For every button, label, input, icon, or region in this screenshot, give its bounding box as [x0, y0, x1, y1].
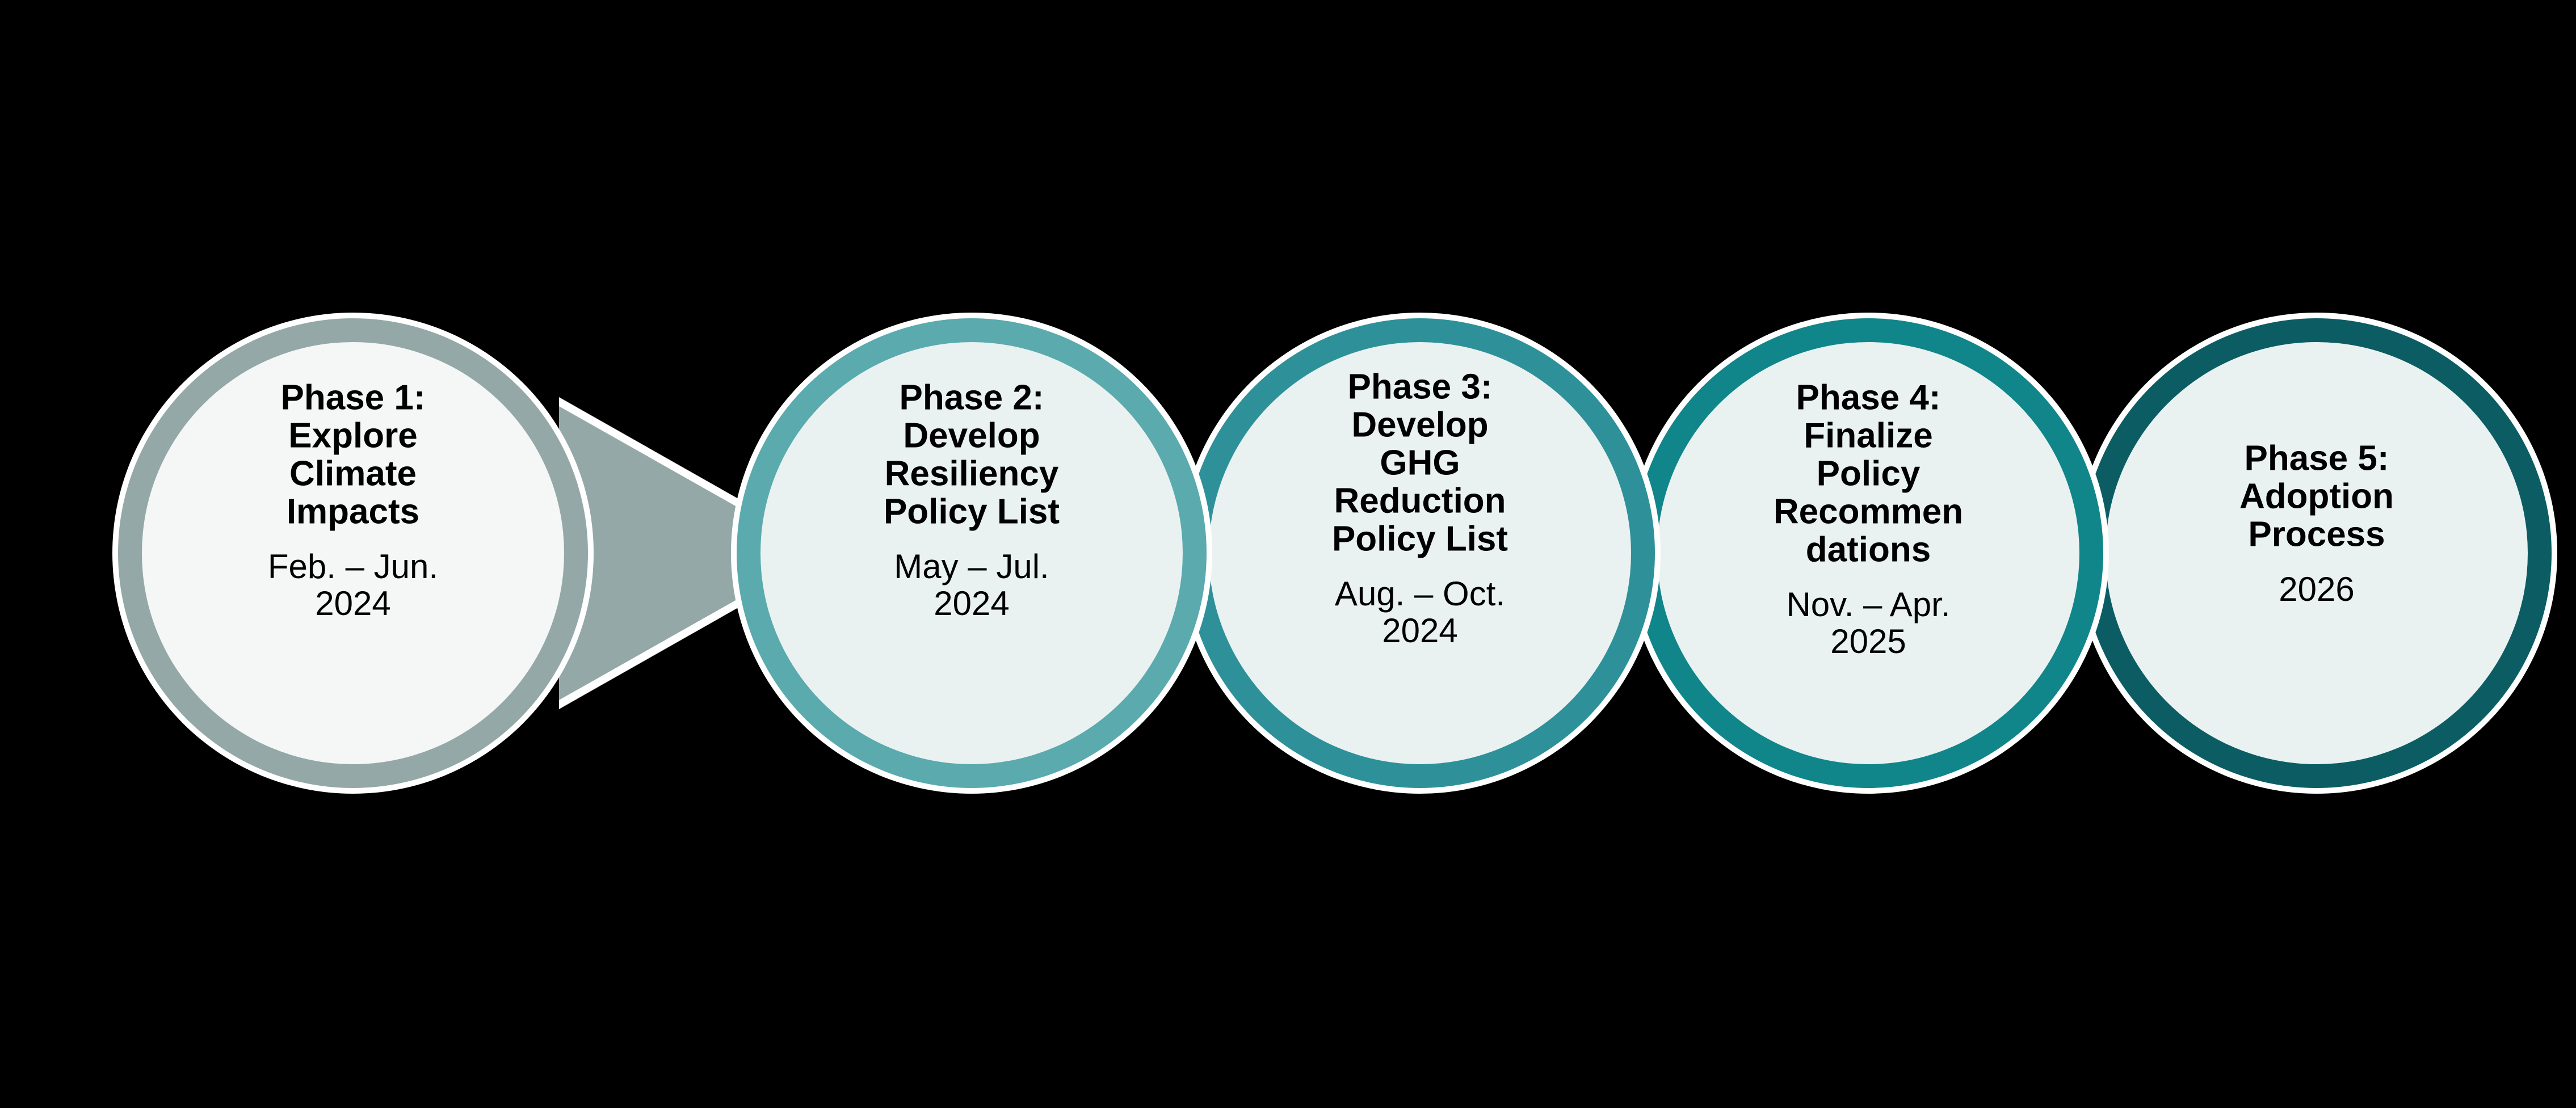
- phase-4-title-line-5: dations: [1806, 530, 1931, 569]
- phase-3-title-line-5: Policy List: [1332, 519, 1508, 558]
- arrow-phase-1-to-phase-2: [559, 397, 834, 709]
- phase-4-title-line-1: Phase 4:: [1796, 378, 1940, 417]
- phase-3-title-line-1: Phase 3:: [1347, 367, 1492, 406]
- phase-4-title-line-2: Finalize: [1804, 416, 1932, 455]
- phase-1-title-line-3: Climate: [289, 454, 417, 493]
- phase-4-node[interactable]: Phase 4: Finalize Policy Recommen dation…: [1628, 313, 2109, 794]
- phase-4-title-line-4: Recommen: [1774, 492, 1963, 531]
- phase-1-date-line-2: 2024: [315, 584, 390, 622]
- phase-3-node[interactable]: Phase 3: Develop GHG Reduction Policy Li…: [1179, 313, 1661, 794]
- phase-3-title-line-2: Develop: [1351, 405, 1488, 444]
- phase-2-title-line-2: Develop: [903, 416, 1040, 455]
- phase-3-title-line-4: Reduction: [1334, 481, 1506, 520]
- phase-1-node[interactable]: Phase 1: Explore Climate Impacts Feb. – …: [112, 313, 594, 794]
- phase-5-date-line-1: 2026: [2279, 570, 2354, 608]
- phase-2-date-line-2: 2024: [934, 584, 1009, 622]
- phase-4-date-line-1: Nov. – Apr.: [1786, 585, 1950, 623]
- phase-4-title-line-3: Policy: [1817, 454, 1921, 493]
- phase-3-title-line-3: GHG: [1380, 443, 1460, 482]
- phase-2-date-line-1: May – Jul.: [894, 547, 1049, 585]
- phase-1-date-line-1: Feb. – Jun.: [268, 547, 438, 585]
- phase-5-title-line-2: Adoption: [2239, 477, 2394, 516]
- phase-2-title-line-4: Policy List: [884, 492, 1060, 531]
- phase-2-title-line-1: Phase 2:: [899, 378, 1044, 417]
- phase-2-title-line-3: Resiliency: [885, 454, 1059, 493]
- phase-4-date-line-2: 2025: [1830, 622, 1906, 660]
- phase-5-title-line-3: Process: [2248, 515, 2385, 554]
- phase-5-node[interactable]: Phase 5: Adoption Process 2026: [2076, 313, 2557, 794]
- phase-2-node[interactable]: Phase 2: Develop Resiliency Policy List …: [731, 313, 1212, 794]
- phase-1-title-line-1: Phase 1:: [280, 378, 425, 417]
- phase-3-date-line-1: Aug. – Oct.: [1335, 575, 1505, 613]
- phase-1-title-line-2: Explore: [288, 416, 417, 455]
- phase-5-title-line-1: Phase 5:: [2244, 439, 2389, 478]
- phase-1-title-line-4: Impacts: [287, 492, 419, 531]
- phase-3-date-line-2: 2024: [1382, 612, 1457, 650]
